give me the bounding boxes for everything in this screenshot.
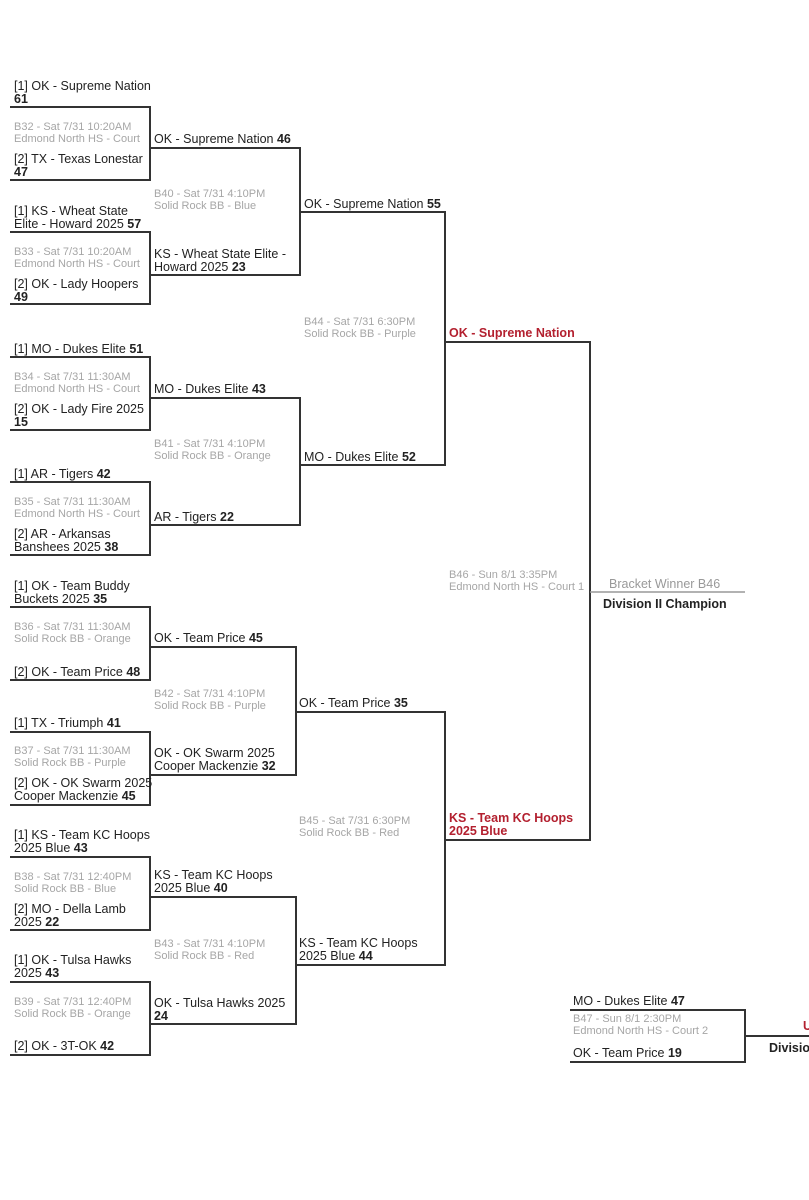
b47-winner-partial: U xyxy=(803,1019,809,1033)
b41-team2[interactable]: AR - Tigers 22 xyxy=(154,510,234,524)
b39-team2[interactable]: [2] OK - 3T-OK 42 xyxy=(14,1039,115,1053)
champion-label: Division II Champion xyxy=(603,597,727,611)
final-team1[interactable]: OK - Supreme Nation xyxy=(449,326,575,340)
b47-label-partial: Divisio xyxy=(769,1041,809,1055)
b35-team1[interactable]: [1] AR - Tigers 42 xyxy=(14,467,111,481)
b45-team1[interactable]: OK - Team Price 35 xyxy=(299,696,408,710)
b37-team1[interactable]: [1] TX - Triumph 41 xyxy=(14,716,121,730)
b44-team1[interactable]: OK - Supreme Nation 55 xyxy=(304,197,441,211)
b42-team1[interactable]: OK - Team Price 45 xyxy=(154,631,263,645)
b36-team2[interactable]: [2] OK - Team Price 48 xyxy=(14,665,141,679)
b40-team1[interactable]: OK - Supreme Nation 46 xyxy=(154,132,291,146)
b34-team1[interactable]: [1] MO - Dukes Elite 51 xyxy=(14,342,144,356)
b40-team2[interactable]: KS - Wheat State Elite -Howard 2025 23 xyxy=(154,247,286,274)
b47-team1[interactable]: MO - Dukes Elite 47 xyxy=(573,994,685,1008)
b41-team1[interactable]: MO - Dukes Elite 43 xyxy=(154,382,266,396)
b44-team2[interactable]: MO - Dukes Elite 52 xyxy=(304,450,416,464)
b47-team2[interactable]: OK - Team Price 19 xyxy=(573,1046,682,1060)
bracket-winner-label: Bracket Winner B46 xyxy=(609,577,721,591)
